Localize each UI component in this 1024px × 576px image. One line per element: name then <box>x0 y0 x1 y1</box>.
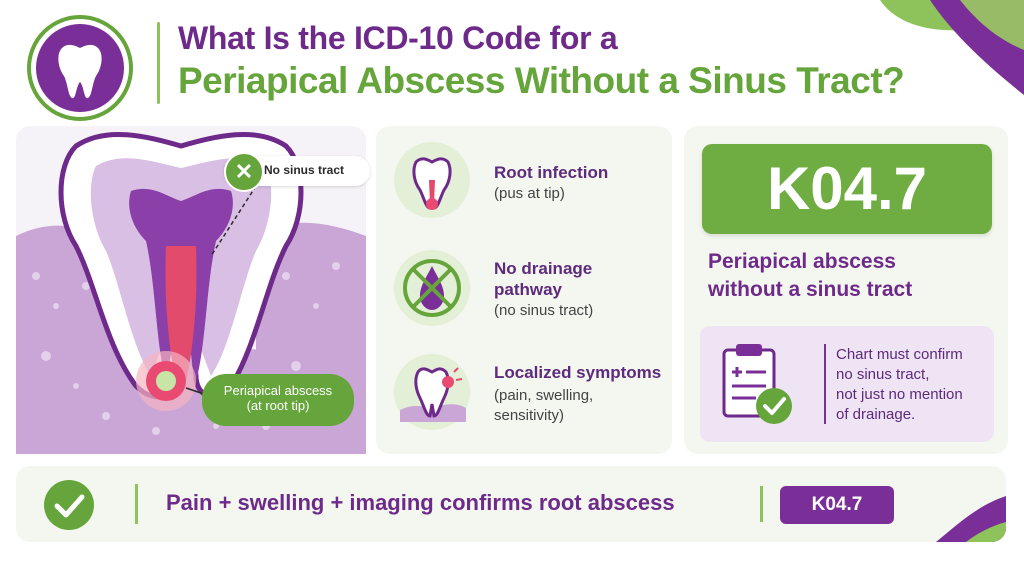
footer-code: K04.7 <box>811 494 863 515</box>
tooth-logo <box>26 14 134 122</box>
no-sinus-tract-label: No sinus tract <box>264 163 345 177</box>
periapical-abscess-callout: Periapical abscess (at root tip) <box>202 374 354 426</box>
tooth-infection-icon <box>394 142 470 218</box>
page-title-line2: Periapical Abscess Without a Sinus Tract… <box>178 60 905 101</box>
no-sinus-tract-callout: ✕ No sinus tract <box>224 152 370 192</box>
note-line3: not just no mention <box>836 386 963 403</box>
feature-2-title-line2: pathway <box>494 280 563 299</box>
icd-code: K04.7 <box>766 155 928 222</box>
summary-divider-left <box>135 484 138 524</box>
note-line1: Chart must confirm <box>836 346 963 363</box>
features-panel: Root infection (pus at tip) No drainage … <box>376 126 672 454</box>
note-line4: of drainage. <box>836 406 916 423</box>
x-circle-icon: ✕ <box>224 152 264 192</box>
page-title-line1: What Is the ICD-10 Code for a <box>178 20 618 56</box>
feature-1-sub: (pus at tip) <box>494 185 565 202</box>
abscess-label-line1: Periapical abscess <box>223 383 333 398</box>
summary-bar: Pain + swelling + imaging confirms root … <box>16 466 1006 542</box>
feature-localized-symptoms: Localized symptoms (pain, swelling, sens… <box>392 348 662 444</box>
corner-decoration <box>880 0 1024 95</box>
feature-3-title: Localized symptoms <box>494 363 662 382</box>
feature-no-drainage: No drainage pathway (no sinus tract) <box>392 244 662 340</box>
chart-note-card: Chart must confirm no sinus tract, not j… <box>700 326 994 442</box>
note-divider <box>824 344 826 424</box>
feature-1-title: Root infection <box>494 163 609 182</box>
feature-root-infection: Root infection (pus at tip) <box>392 140 662 230</box>
tooth-cross-section-illustration <box>16 132 366 454</box>
code-description-line2: without a sinus tract <box>708 278 913 301</box>
tooth-diagram-panel: ✕ No sinus tract Periapical abscess (at … <box>16 126 370 454</box>
feature-2-sub: (no sinus tract) <box>494 302 594 319</box>
summary-divider-right <box>760 486 763 522</box>
feature-3-sub-line1: (pain, swelling, <box>494 387 594 404</box>
header-divider <box>157 22 160 104</box>
footer-code-badge: K04.7 <box>780 486 894 524</box>
feature-3-sub-line2: sensitivity) <box>494 407 565 424</box>
footer-corner-decoration <box>936 496 1006 542</box>
clipboard-check-icon <box>722 344 792 424</box>
check-circle-icon <box>44 480 94 530</box>
code-panel: K04.7 Periapical abscess without a sinus… <box>684 126 1008 454</box>
summary-text: Pain + swelling + imaging confirms root … <box>166 490 675 515</box>
note-line2: no sinus tract, <box>836 366 930 383</box>
abscess-label-line2: (at root tip) <box>246 398 310 413</box>
no-drainage-icon <box>394 250 470 326</box>
code-box: K04.7 <box>702 144 992 234</box>
code-description-line1: Periapical abscess <box>708 250 896 273</box>
feature-2-title-line1: No drainage <box>494 259 593 278</box>
swollen-tooth-icon <box>394 354 470 430</box>
